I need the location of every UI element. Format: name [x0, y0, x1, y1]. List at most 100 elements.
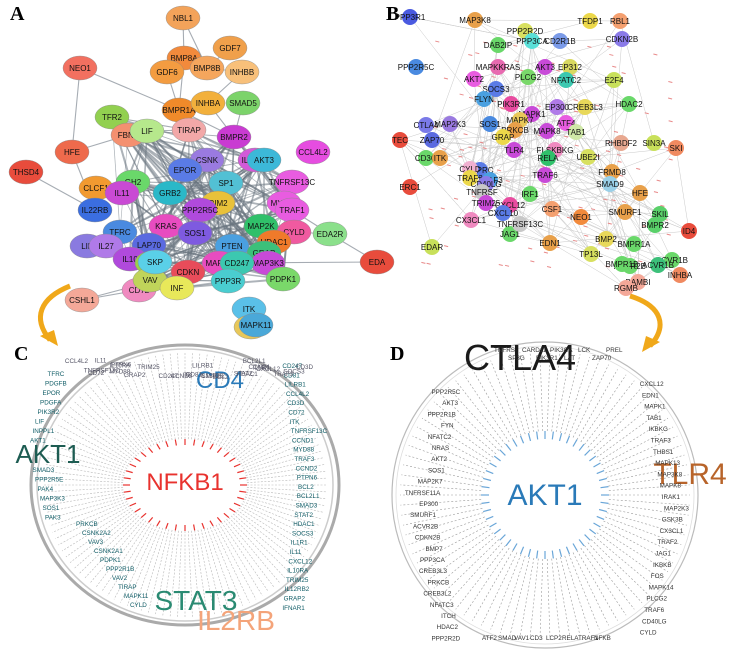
ring-spoke	[606, 512, 685, 536]
ring-spoke	[605, 516, 682, 545]
edge-weight-marker	[611, 199, 616, 202]
network-node-label: MAP3K8	[459, 16, 491, 25]
network-node: TP13L	[579, 246, 603, 262]
ring-spoke	[440, 394, 500, 451]
ring-spoke	[203, 528, 230, 611]
ring-spoke	[244, 496, 323, 520]
hub-spoke-red	[239, 490, 247, 493]
ring-spoke	[401, 474, 482, 487]
ring-spoke	[44, 491, 124, 506]
network-node-shape	[604, 164, 620, 180]
ring-gene-label: PPP2R5E	[35, 477, 63, 484]
hub-spoke-blue	[578, 539, 585, 547]
ring-gene-label: CSNK2A2	[82, 530, 111, 537]
edge-weight-marker	[642, 225, 647, 228]
ring-gene-label: TRAF6	[644, 607, 664, 614]
ring-spoke	[606, 454, 685, 478]
hub-spoke-red	[223, 452, 230, 458]
ring-gene-label: TRAF3	[651, 438, 671, 445]
ring-spoke	[587, 387, 643, 448]
ring-spoke	[212, 367, 250, 445]
hub-gene-label: STAT3	[155, 585, 238, 616]
ring-gene-label: EDN1	[642, 392, 659, 399]
ring-spoke	[209, 364, 244, 444]
network-node-shape	[582, 13, 598, 29]
network-node-shape	[137, 249, 173, 275]
network-node: BMPR1A	[618, 236, 651, 252]
hub-spoke-blue	[551, 431, 554, 440]
edge-weight-marker	[433, 125, 438, 128]
network-node-shape	[177, 220, 213, 246]
network-node-label: CDKN2B	[606, 35, 638, 44]
ring-gene-label: CD3D	[296, 364, 314, 371]
network-node: TRAF1	[274, 197, 310, 223]
network-edge	[611, 147, 677, 173]
ring-spoke	[191, 353, 201, 440]
network-node: HFE	[632, 185, 648, 201]
ring-gene-label: NFATC2	[428, 434, 452, 441]
ring-gene-label: TAB1	[646, 415, 662, 422]
ring-gene-label: CYLD	[130, 602, 147, 609]
network-node-label: GDF7	[219, 44, 241, 53]
ring-spoke	[246, 477, 327, 483]
hub-spoke-blue	[565, 435, 571, 444]
network-node-label: CLCF1	[83, 184, 109, 193]
network-node-shape	[88, 233, 124, 259]
edge-weight-marker	[668, 120, 673, 123]
network-edge	[495, 79, 615, 90]
network-node-label: SMAD5	[229, 99, 257, 108]
network-node-label: LIF	[141, 127, 153, 136]
network-node: INHBA	[190, 90, 226, 116]
ring-spoke	[232, 401, 296, 457]
network-edge	[399, 139, 472, 221]
outer-ring	[29, 343, 341, 627]
edge-weight-marker	[444, 245, 449, 248]
hub-spoke-blue	[598, 508, 607, 513]
ring-spoke	[472, 369, 514, 440]
network-node-label: TIRAP	[177, 126, 201, 135]
network-node-label: CXCL12	[495, 201, 526, 210]
edge-weight-marker	[644, 112, 649, 115]
network-node-label: TRAF2	[457, 174, 483, 183]
network-node: SMAD5	[225, 90, 261, 116]
network-node-label: HDAC1	[260, 238, 288, 247]
edge-weight-marker	[454, 224, 459, 227]
network-node: SMURF1	[609, 204, 642, 220]
network-node-label: MAPK8	[533, 127, 561, 136]
ring-gene-label: CCL4L2	[65, 358, 89, 365]
network-node: BAMBI	[626, 274, 650, 290]
network-edge	[502, 142, 622, 214]
edge-weight-marker	[590, 208, 596, 211]
ring-spoke	[49, 443, 127, 472]
hub-spoke-red	[156, 443, 161, 450]
ring-gene-label: CREB3L3	[419, 568, 447, 575]
network-node-label: SKI	[670, 144, 683, 153]
hub-spoke-blue	[600, 486, 609, 489]
ring-spoke	[200, 357, 223, 441]
network-node: SOCS3	[482, 81, 510, 97]
ring-spoke	[546, 558, 551, 640]
edge-weight-marker	[564, 135, 569, 138]
ring-spoke	[421, 528, 491, 573]
network-node: SKI	[668, 140, 684, 156]
edge-weight-marker	[479, 141, 484, 144]
ring-spoke	[555, 557, 571, 638]
edge-weight-marker	[668, 158, 673, 161]
network-node: CDKN2B	[606, 31, 638, 47]
edge-weight-marker	[613, 130, 619, 133]
network-node-label: LIF	[81, 242, 93, 251]
network-node-shape	[62, 55, 98, 81]
hub-spoke-blue	[519, 546, 525, 555]
ring-gene-label: IL11	[95, 358, 107, 365]
network-node-label: RELA	[538, 154, 560, 163]
network-node-label: TP13L	[579, 250, 603, 259]
ring-gene-label: MAP2K7	[418, 479, 443, 486]
ring-spoke	[126, 364, 161, 444]
ring-gene-label: HDAC1	[236, 371, 258, 378]
ring-gene-label: GRAP2	[124, 372, 146, 379]
ring-gene-label: CCL4L2	[286, 391, 310, 398]
hub-spoke-blue	[589, 455, 597, 462]
hub-spoke-blue	[572, 543, 578, 551]
ring-gene-label: CD81	[186, 371, 203, 378]
network-edge	[556, 79, 615, 108]
